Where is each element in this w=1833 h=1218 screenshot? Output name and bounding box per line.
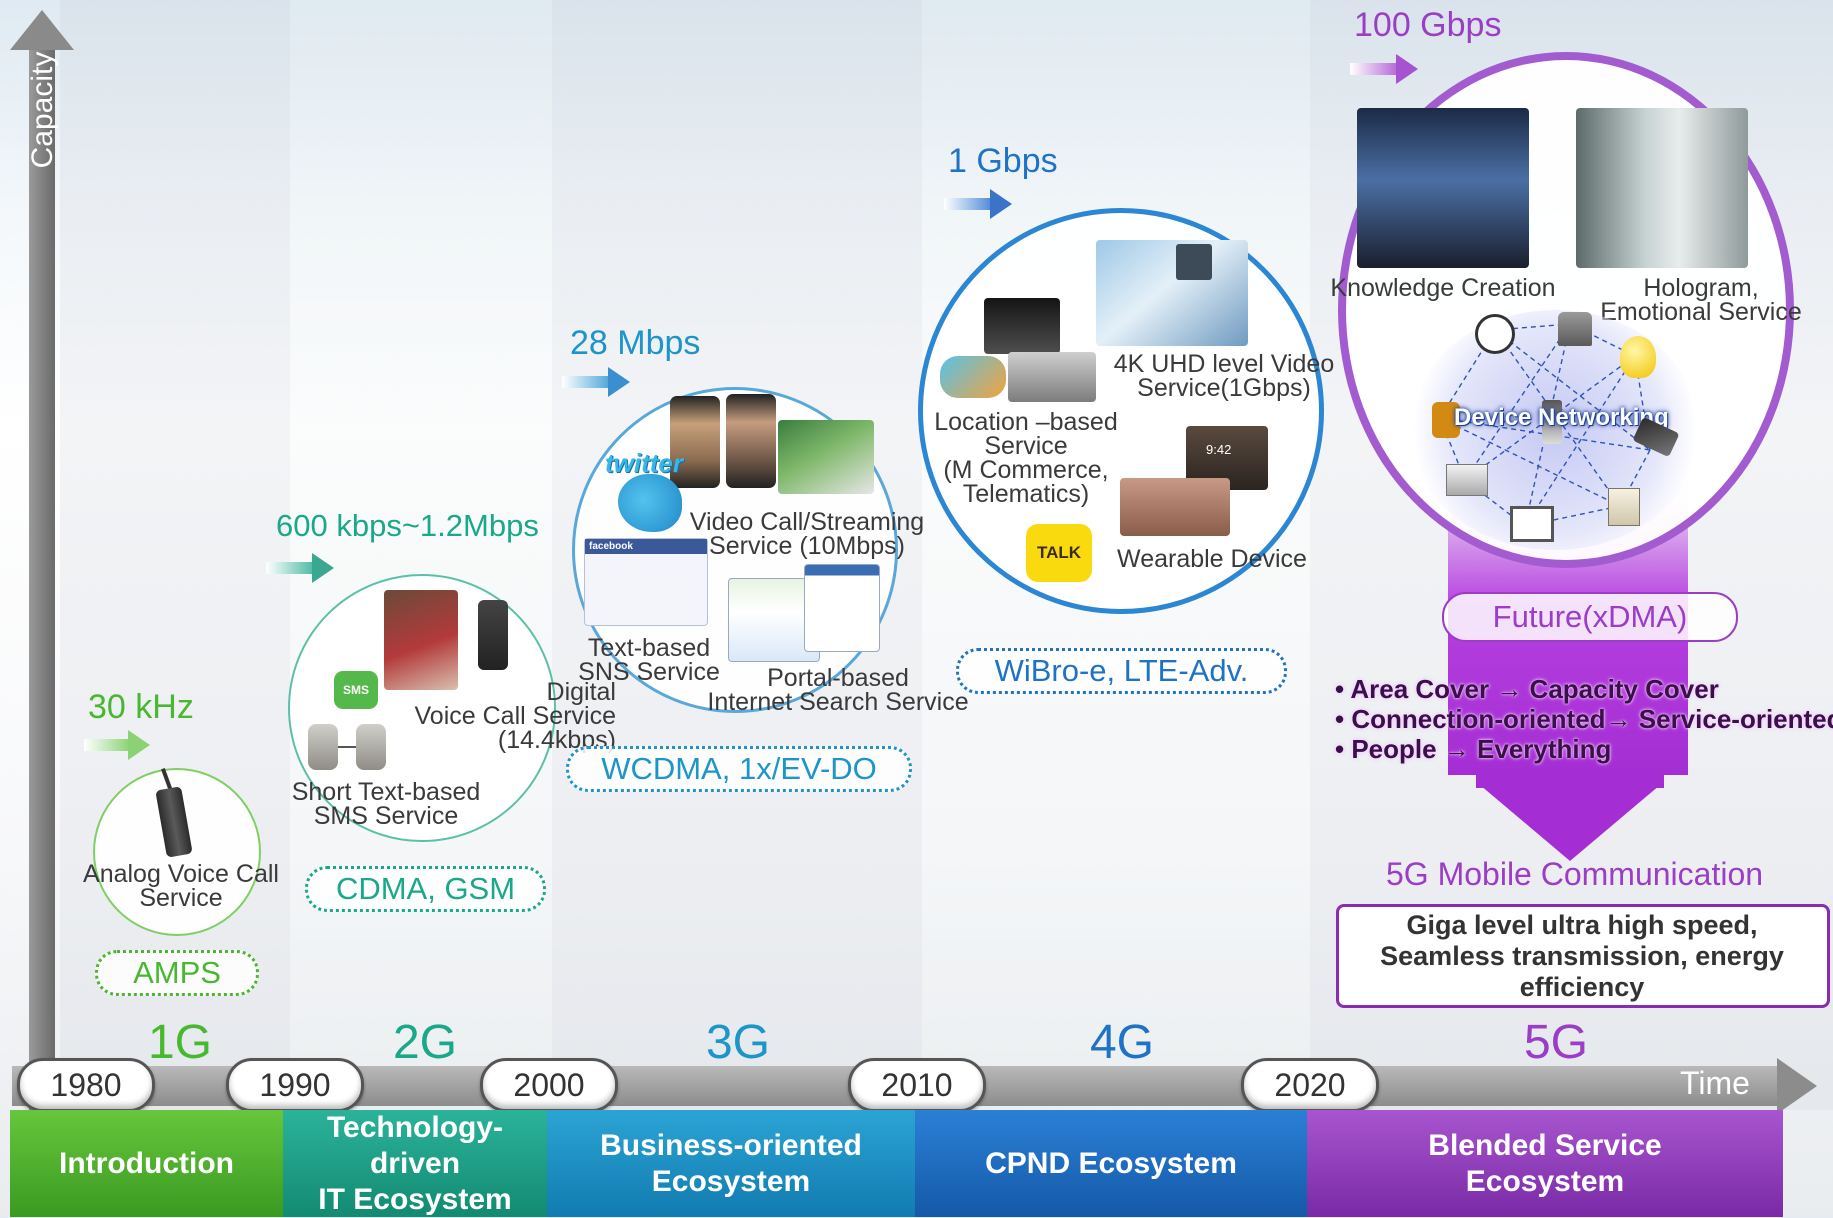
- speed-arrow-2g: [266, 553, 338, 583]
- service-portal: Portal-based Internet Search Service: [707, 664, 969, 716]
- server-icon: [1608, 488, 1640, 526]
- speed-arrow-3g: [562, 367, 634, 397]
- faucet-icon: [1558, 312, 1592, 346]
- service-digital-voice: Digital Voice Call Service (14.4kbps): [414, 678, 616, 754]
- ecosystem-business-oriented: Business-oriented Ecosystem: [547, 1110, 915, 1217]
- speed-2g: 600 kbps~1.2Mbps: [276, 508, 539, 543]
- video-call-phone-2: [726, 394, 776, 488]
- car-telematics-photo: [1008, 352, 1096, 402]
- tech-future-xdma: Future(xDMA): [1442, 592, 1738, 642]
- speed-arrow-1g: [84, 730, 154, 760]
- generation-5g: 5G: [1523, 1016, 1589, 1069]
- portal-page-photo-2: [804, 564, 880, 652]
- video-call-phone-1: [670, 396, 720, 488]
- twitter-bird-icon: [618, 474, 682, 532]
- future-down-arrow-wide-head: [1476, 770, 1664, 788]
- speed-3g: 28 Mbps: [570, 324, 701, 362]
- time-axis-label: Time: [1680, 1065, 1750, 1101]
- future-down-arrow-head: [1480, 785, 1660, 861]
- future-bullet-1: • Area Cover → Capacity Cover: [1335, 674, 1719, 704]
- generation-4g: 4G: [1089, 1016, 1155, 1069]
- chip-icon: [1176, 244, 1212, 280]
- smartphone-photo: [984, 298, 1060, 354]
- speed-arrow-4g: [944, 189, 1016, 219]
- speed-arrow-5g: [1350, 54, 1420, 84]
- era-column-1g: [60, 0, 290, 1110]
- tech-amps: AMPS: [95, 950, 259, 996]
- service-hologram: Hologram, Emotional Service: [1600, 274, 1802, 326]
- uhd-video-photo: [1096, 240, 1248, 346]
- service-video-call: Video Call/Streaming Service (10Mbps): [689, 508, 925, 560]
- brick-phone-icon: [155, 768, 193, 858]
- ecosystem-blended-service-label: Blended Service Ecosystem: [1428, 1128, 1662, 1198]
- service-uhd: 4K UHD level Video Service(1Gbps): [1113, 350, 1335, 402]
- future-bullet-2: • Connection-oriented→ Service-oriented: [1335, 704, 1833, 734]
- speed-1g: 30 kHz: [88, 688, 194, 726]
- device-networking-label: Device Networking: [1454, 404, 1669, 431]
- phone-call-photo: [384, 590, 458, 690]
- sms-connector-line: [338, 746, 356, 748]
- year-2020: 2020: [1241, 1058, 1379, 1112]
- service-knowledge: Knowledge Creation: [1330, 274, 1556, 302]
- knowledge-creation-photo: [1357, 108, 1529, 268]
- generation-2g: 2G: [392, 1016, 458, 1069]
- streaming-device-photo: [778, 420, 874, 494]
- talk-icon: TALK: [1026, 524, 1092, 582]
- tech-wcdma: WCDMA, 1x/EV-DO: [566, 746, 912, 792]
- ecosystem-blended-service: Blended Service Ecosystem: [1307, 1110, 1783, 1217]
- service-sms: Short Text-based SMS Service: [291, 778, 481, 830]
- speed-4g: 1 Gbps: [948, 142, 1058, 180]
- service-analog-voice: Analog Voice Call Service: [83, 860, 279, 912]
- service-wearable: Wearable Device: [1117, 545, 1307, 573]
- location-map-icon: [940, 356, 1006, 398]
- capacity-axis-label: Capacity: [26, 51, 59, 169]
- facebook-logo: facebook: [585, 539, 707, 554]
- printer-icon: [1446, 464, 1488, 496]
- tech-wibro-lte: WiBro-e, LTE-Adv.: [956, 648, 1287, 694]
- ecosystem-cpnd-label: CPND Ecosystem: [985, 1146, 1237, 1180]
- future-bullet-3: • People → Everything: [1335, 734, 1612, 764]
- sms-phone-right-icon: [356, 724, 386, 770]
- router-icon: [1542, 400, 1562, 444]
- service-location: Location –based Service (M Commerce, Tel…: [934, 408, 1118, 508]
- light-bulb-icon: [1620, 336, 1656, 378]
- ecosystem-introduction-label: Introduction: [59, 1146, 234, 1180]
- ecosystem-technology-driven: Technology-driven IT Ecosystem: [283, 1110, 547, 1217]
- speaker-icon: [1432, 402, 1460, 438]
- twitter-logo: twitter: [605, 448, 683, 478]
- year-2000: 2000: [480, 1058, 618, 1112]
- smartwatch-time: 9:42: [1206, 442, 1232, 457]
- five-g-description: Giga level ultra high speed, Seamless tr…: [1380, 910, 1784, 1002]
- five-g-description-box: [1336, 904, 1830, 1008]
- sms-icon: SMS: [334, 671, 378, 709]
- tech-cdma-gsm: CDMA, GSM: [305, 866, 546, 912]
- year-2010: 2010: [848, 1058, 986, 1112]
- smart-glasses-photo: [1120, 478, 1230, 536]
- capacity-axis-arrow: [10, 10, 74, 1110]
- ecosystem-technology-driven-label: Technology-driven IT Ecosystem: [318, 1110, 512, 1216]
- facebook-page-photo: facebook: [584, 538, 708, 626]
- service-sns: Text-based SNS Service: [578, 634, 720, 686]
- ecosystem-business-oriented-label: Business-oriented Ecosystem: [600, 1128, 862, 1198]
- ecosystem-introduction: Introduction: [10, 1110, 283, 1217]
- generation-1g: 1G: [147, 1016, 213, 1069]
- flip-phone-icon: [478, 600, 508, 670]
- sms-phone-left-icon: [308, 724, 338, 770]
- hologram-photo: [1576, 108, 1748, 268]
- generation-3g: 3G: [705, 1016, 771, 1069]
- five-g-title: 5G Mobile Communication: [1386, 856, 1764, 892]
- speed-5g: 100 Gbps: [1354, 6, 1502, 44]
- monitor-icon: [1510, 506, 1554, 542]
- ecosystem-cpnd: CPND Ecosystem: [915, 1110, 1307, 1217]
- year-1990: 1990: [226, 1058, 364, 1112]
- clock-icon: [1475, 314, 1515, 354]
